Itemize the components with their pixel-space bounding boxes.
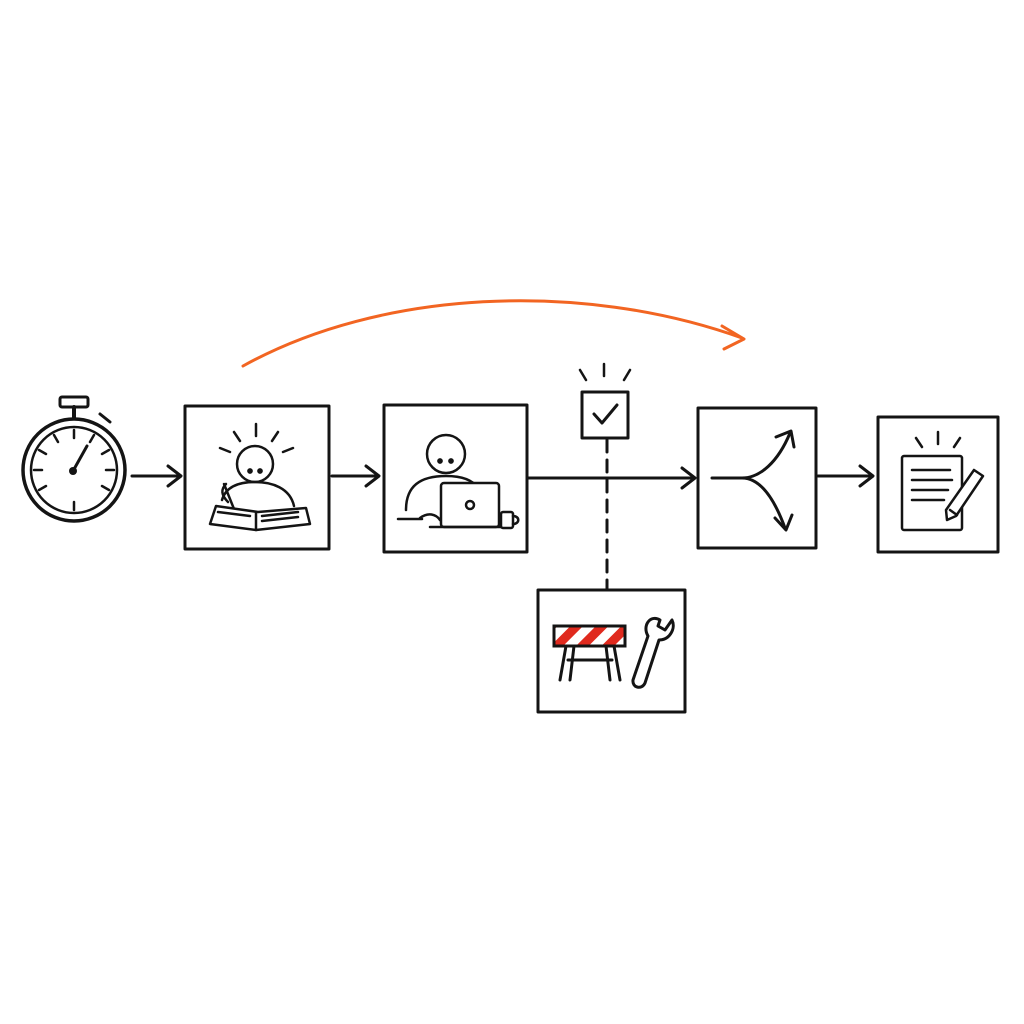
edge-skip-curved-arrow	[241, 299, 746, 368]
document-with-pencil-icon	[900, 430, 985, 532]
barrier-and-wrench-icon	[552, 617, 675, 689]
edge-start-to-study	[130, 464, 183, 488]
node-obstacle	[536, 588, 687, 714]
edge-work-to-decision	[525, 466, 697, 490]
stopwatch-icon	[21, 395, 127, 523]
barrier-icon	[552, 624, 627, 648]
node-checkpoint	[578, 362, 632, 440]
node-decision	[696, 406, 818, 550]
edge-decision-to-report	[816, 464, 875, 488]
node-work	[382, 403, 529, 554]
wrench-icon	[631, 617, 675, 689]
edge-study-to-work	[330, 464, 381, 488]
person-at-laptop-icon	[396, 433, 520, 530]
node-report	[876, 415, 1000, 554]
node-study	[183, 404, 331, 551]
checkbox-check-icon	[592, 403, 619, 425]
person-writing-in-book-icon	[208, 422, 312, 532]
branching-arrows-icon	[710, 429, 796, 532]
